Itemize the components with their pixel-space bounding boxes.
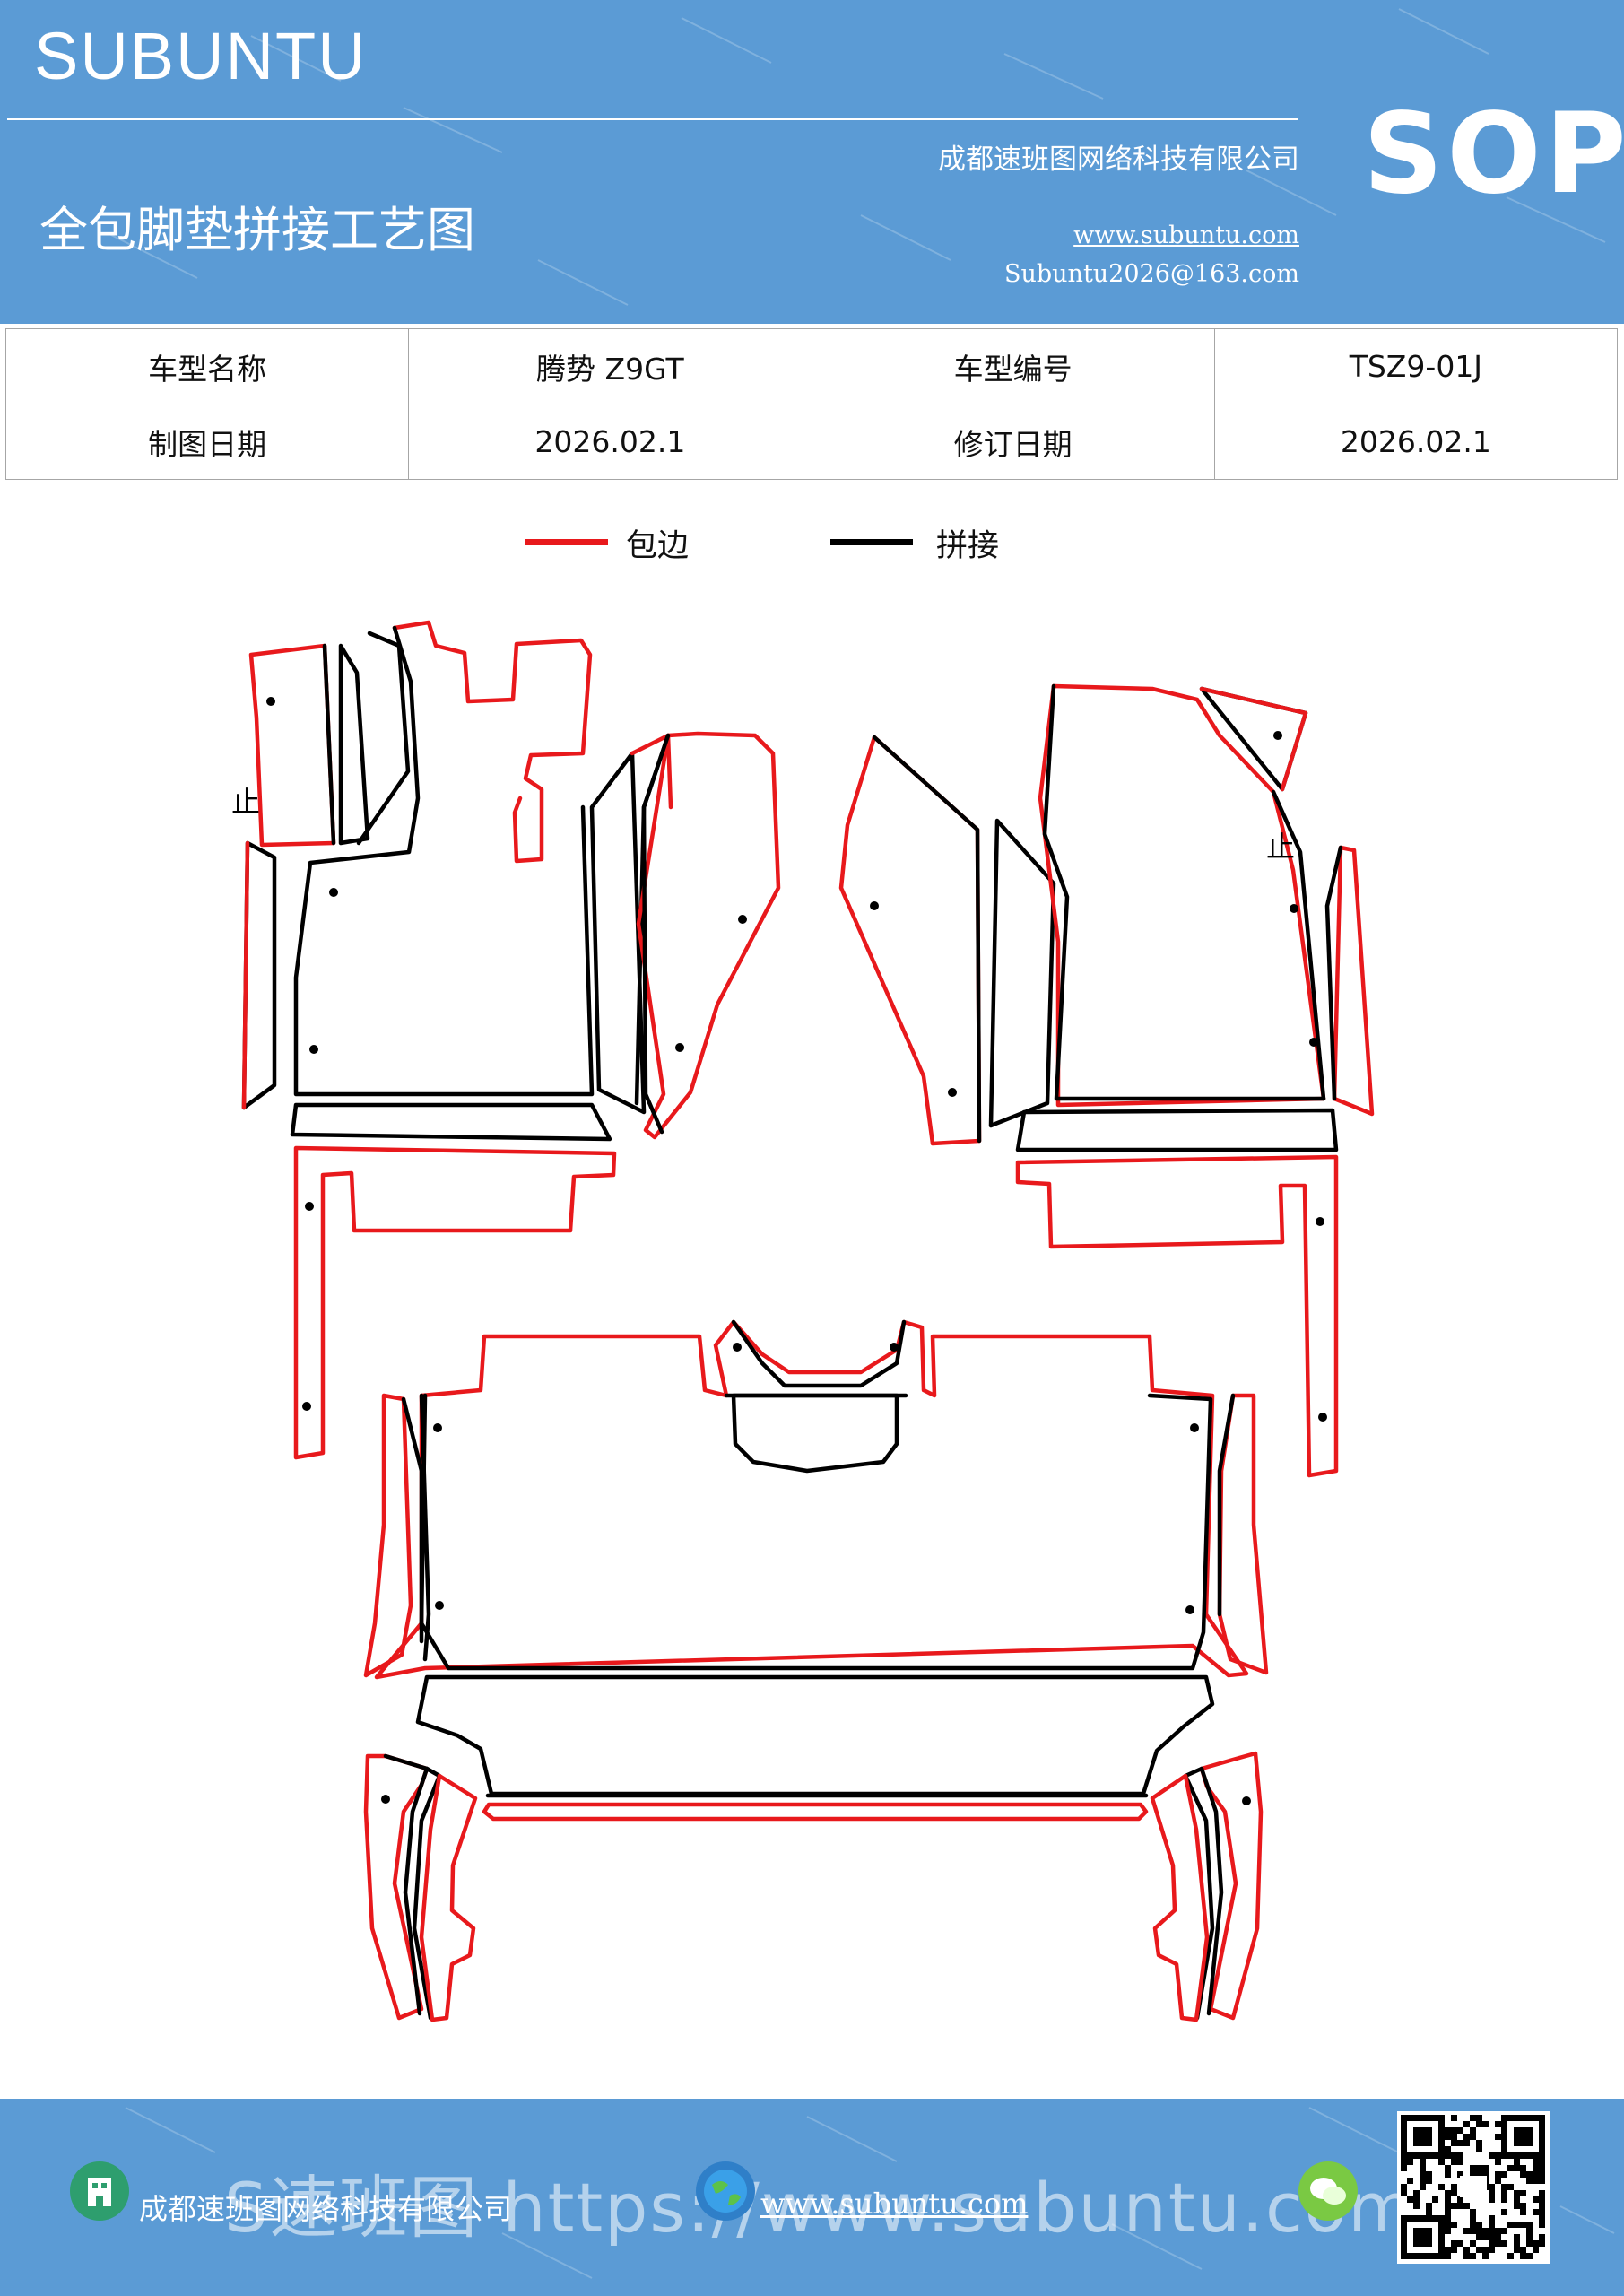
header-divider <box>7 118 1298 120</box>
building-icon <box>70 2161 129 2221</box>
qr-code <box>1397 2111 1550 2264</box>
legend: 包边 拼接 <box>0 520 1624 574</box>
legend-wrap-label: 包边 <box>626 528 690 564</box>
legend-wrap-swatch <box>525 539 608 545</box>
footer: S速班图 https://www.subuntu.com 成都速班图网络科技有限… <box>0 2099 1624 2296</box>
stop-mark-left: 止 <box>231 785 260 819</box>
revise-date-label: 修订日期 <box>811 404 1215 480</box>
model-name-value: 腾势 Z9GT <box>408 328 812 404</box>
revise-date-value: 2026.02.1 <box>1213 404 1619 480</box>
floor-mat-diagram: 止 止 <box>231 620 1375 2022</box>
model-code-value: TSZ9-01J <box>1213 328 1619 404</box>
legend-join-label: 拼接 <box>936 528 1000 564</box>
model-code-label: 车型编号 <box>811 328 1215 404</box>
wechat-icon <box>1298 2161 1358 2221</box>
draw-date-value: 2026.02.1 <box>408 404 812 480</box>
model-name-label: 车型名称 <box>4 328 410 404</box>
sop-badge: SOP <box>1363 90 1624 219</box>
vehicle-info-table: 车型名称 腾势 Z9GT 车型编号 TSZ9-01J 制图日期 2026.02.… <box>4 328 1619 480</box>
passenger-mat <box>838 683 1375 1478</box>
footer-website-link[interactable]: www.subuntu.com <box>760 2187 1029 2221</box>
website-link[interactable]: www.subuntu.com <box>1073 222 1299 249</box>
company-name: 成都速班图网络科技有限公司 <box>938 144 1299 176</box>
stop-mark-right: 止 <box>1266 830 1295 864</box>
header: SUBUNTU SOP 全包脚垫拼接工艺图 成都速班图网络科技有限公司 www.… <box>0 0 1624 324</box>
email-address: Subuntu2026@163.com <box>1004 260 1299 288</box>
legend-join-swatch <box>830 539 913 545</box>
footer-watermark: S速班图 https://www.subuntu.com <box>224 2168 1417 2248</box>
brand-name: SUBUNTU <box>34 19 368 93</box>
globe-icon <box>696 2161 755 2221</box>
footer-company-name: 成都速班图网络科技有限公司 <box>139 2192 513 2226</box>
table-row: 车型名称 腾势 Z9GT 车型编号 TSZ9-01J <box>4 328 1619 404</box>
footer-watermark-lines <box>125 2107 1615 2279</box>
header-watermark <box>107 8 1606 306</box>
driver-mat <box>241 620 617 1460</box>
driver-side-pieces <box>589 731 781 1140</box>
document-title: 全包脚垫拼接工艺图 <box>39 202 475 258</box>
draw-date-label: 制图日期 <box>4 404 410 480</box>
rear-mat <box>363 1319 1269 2022</box>
table-row: 制图日期 2026.02.1 修订日期 2026.02.1 <box>4 404 1619 480</box>
